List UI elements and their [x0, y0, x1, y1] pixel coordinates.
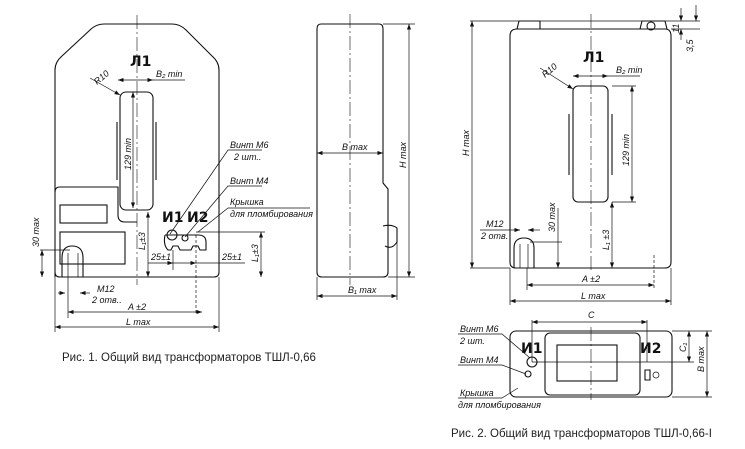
fig2-top-tabs — [516, 20, 668, 30]
fig2-a-dim: A ±2 — [581, 274, 600, 284]
fig2-top-center-block — [544, 332, 641, 396]
fig2-cover: Крышка — [460, 388, 494, 398]
fig2-window-lugs — [568, 114, 613, 175]
fig1-m12-qty: 2 отв.. — [91, 295, 122, 305]
fig1-body-outline — [54, 23, 220, 278]
fig1-l1-right: L₁±3 — [250, 244, 260, 262]
fig2-radius: R10 — [540, 61, 559, 79]
fig1-cover-note: для пломбирования — [230, 209, 313, 219]
fig2-window-height: 129 min — [621, 134, 631, 166]
fig2-l-max: L max — [581, 291, 606, 301]
fig1-l1-left: L₁±3 — [137, 232, 147, 250]
side-b1-max: B₁ max — [348, 285, 377, 295]
fig2-window — [572, 85, 609, 203]
side-body-outline — [316, 23, 389, 278]
fig2-b2-min: B₂ min — [616, 65, 642, 75]
side-terminal — [382, 224, 398, 248]
fig1-pitch-right: 25±1 — [221, 252, 242, 262]
fig2-m12: M12 — [486, 219, 504, 229]
fig1-m12: M12 — [97, 284, 115, 294]
fig2-h-max: H max — [461, 129, 471, 156]
fig2-dim-3-5: 3,5 — [685, 38, 695, 52]
fig1-cover: Крышка — [230, 197, 264, 207]
figure-1-front-view: Л1 R10 B₂ min 129 min Винт М6 2 шт.. Вин… — [31, 15, 316, 364]
fig1-label-plate-2 — [59, 231, 126, 265]
fig2-l1: L₁ ±3 — [601, 230, 611, 250]
fig1-screw-m6-icon — [166, 229, 178, 241]
fig2-c-dim: C — [588, 310, 595, 320]
fig1-screw-m6: Винт М6 — [230, 140, 268, 150]
fig2-dim-11: 11 — [671, 24, 681, 33]
fig1-window — [119, 91, 154, 211]
fig1-window-height: 129 min — [123, 138, 133, 170]
fig2-30-max: 30 max — [547, 202, 557, 232]
fig2-body-outline — [509, 28, 672, 269]
fig1-window-lugs — [116, 122, 157, 180]
figure-2-front-view: Л1 R10 B₂ min 129 min H max M12 2 отв. 3… — [461, 5, 700, 305]
fig1-label-plate — [59, 204, 108, 224]
fig2-b-max: B max — [696, 346, 706, 372]
fig2-screw-m6-qty: 2 шт. — [459, 336, 485, 346]
fig1-caption: Рис. 1. Общий вид трансформаторов ТШЛ-0,… — [62, 352, 316, 364]
fig2-i2-screw — [644, 369, 651, 381]
fig2-terminal-i2: И2 — [640, 341, 661, 357]
fig1-a-dim: A ±2 — [127, 302, 146, 312]
fig1-terminal-i1: И1 — [162, 210, 183, 226]
fig2-screw-m4-icon — [524, 370, 532, 378]
fig2-screw-m4: Винт М4 — [460, 355, 498, 365]
side-b-max: B max — [342, 142, 368, 152]
fig2-m12-insert — [513, 237, 535, 268]
fig1-lower-panel — [54, 186, 137, 223]
fig1-screw-m4: Винт М4 — [230, 176, 268, 186]
fig1-pitch-left: 25±1 — [150, 252, 171, 262]
fig1-terminal-l1: Л1 — [130, 54, 151, 70]
fig1-screw-m4-icon — [181, 234, 189, 242]
fig2-m12-qty: 2 отв. — [480, 231, 508, 241]
fig1-30-max: 30 max — [31, 217, 41, 247]
fig1-m12-insert — [61, 245, 84, 277]
fig1-terminal-block — [163, 234, 207, 251]
fig2-terminal-l1: Л1 — [583, 50, 604, 66]
fig2-caption: Рис. 2. Общий вид трансформаторов ТШЛ-0,… — [451, 428, 712, 440]
fig2-screw-m6: Винт М6 — [460, 324, 498, 334]
fig2-terminal-i1: И1 — [521, 341, 542, 357]
fig1-b2-min: B₂ min — [156, 69, 182, 79]
fig1-terminal-i2: И2 — [187, 210, 208, 226]
fig2-c1-dim: C₁ — [678, 343, 688, 352]
figure-2-top-view: C C₁ B max И1 И2 Винт М6 2 шт. Винт М4 К… — [451, 310, 712, 440]
fig2-top-screw-icon — [646, 21, 656, 31]
side-view: B max H max B₁ max — [316, 14, 415, 300]
fig1-radius: R10 — [92, 68, 111, 86]
fig2-top-window — [556, 344, 618, 382]
side-h-max: H max — [398, 141, 408, 168]
fig1-l-max: L max — [126, 317, 151, 327]
fig2-cover-note: для пломбирования — [458, 400, 541, 410]
fig1-screw-m6-qty: 2 шт.. — [233, 152, 261, 162]
